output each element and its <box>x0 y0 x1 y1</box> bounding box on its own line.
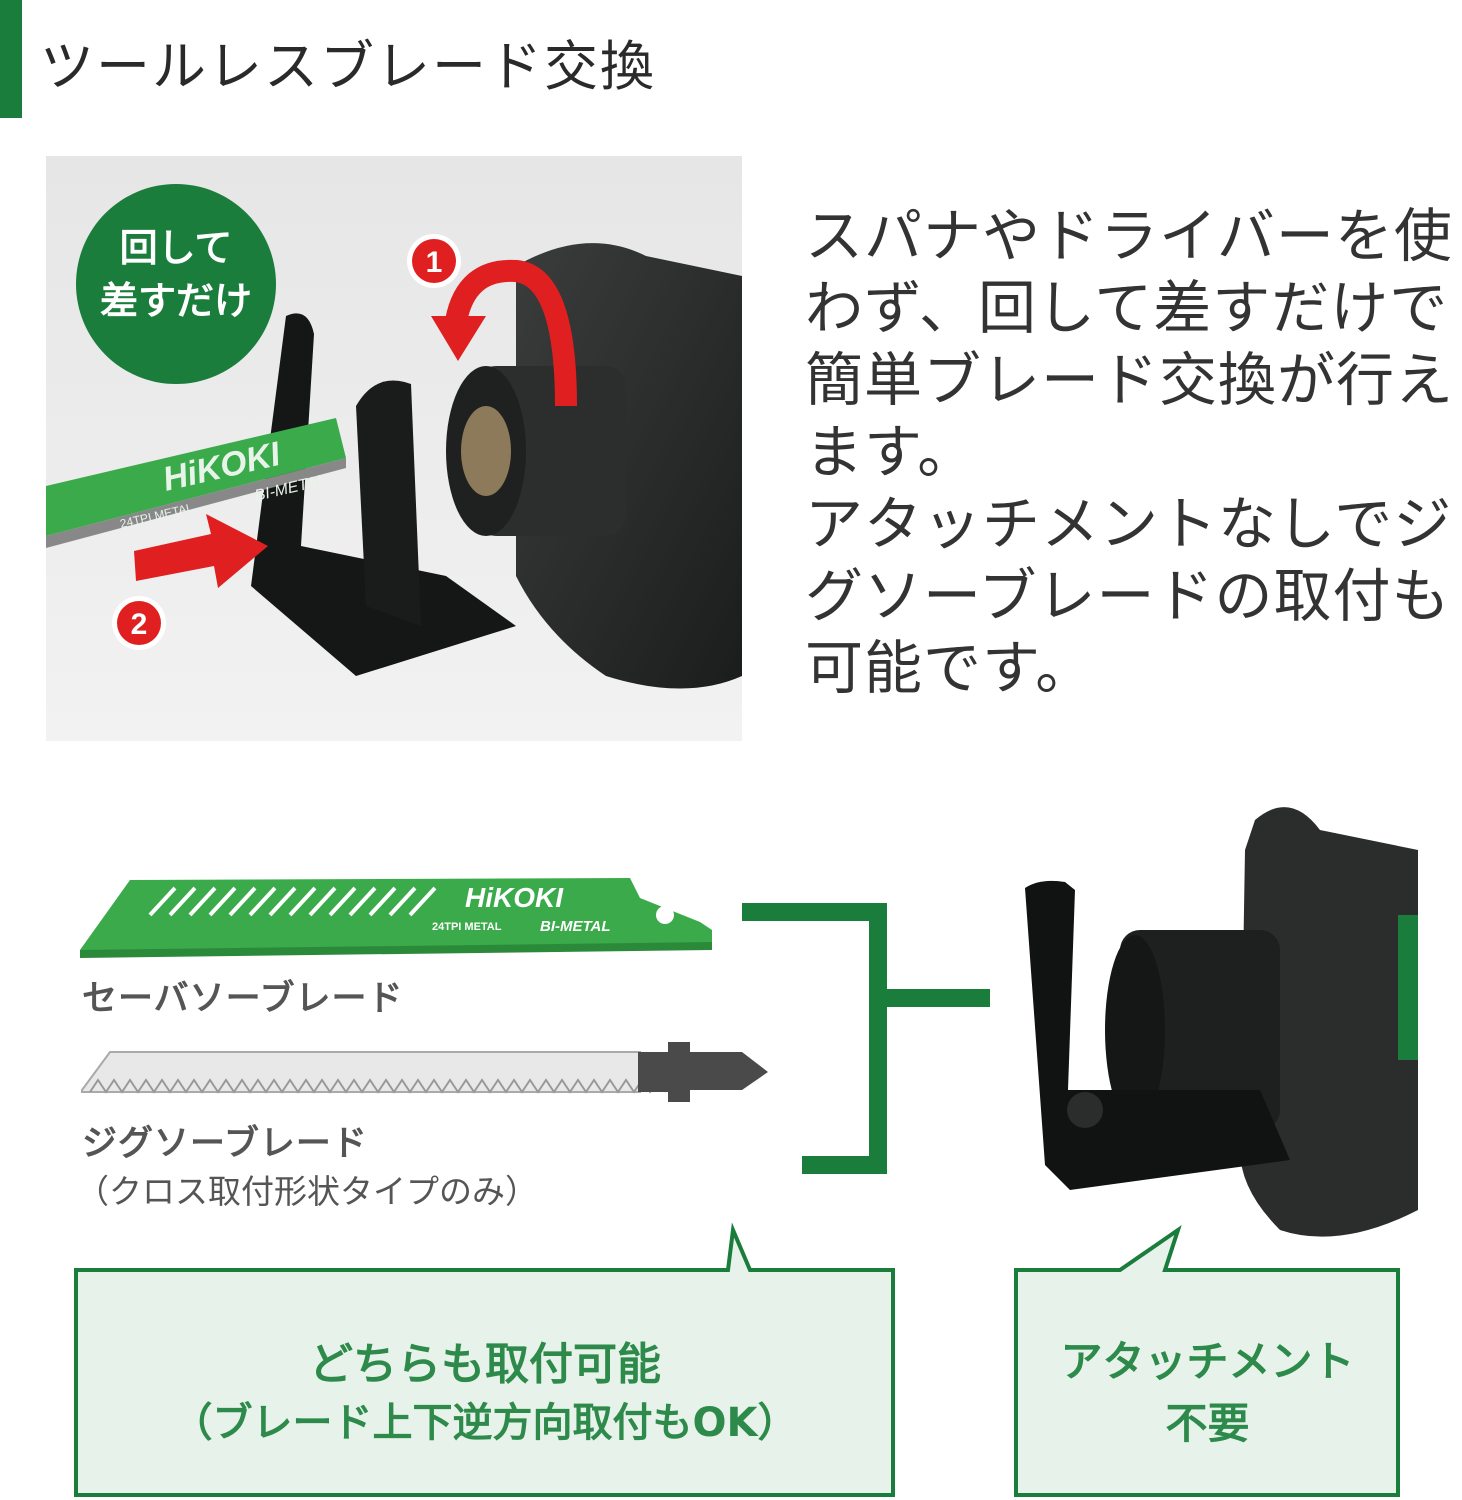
header-accent-bar <box>0 0 22 118</box>
callout-right-line1: アタッチメント <box>1060 1337 1355 1386</box>
photo-blade <box>46 418 346 536</box>
step-1-number: 1 <box>426 246 443 279</box>
callout-left-line2: （ブレード上下逆方向取付もOK） <box>172 1400 798 1446</box>
step-2-icon <box>117 601 161 645</box>
sabre-blade-type: BI-METAL <box>540 918 611 935</box>
jigsaw-blade-label: ジグソーブレード <box>82 1124 368 1164</box>
badge <box>76 184 276 384</box>
step-1-icon <box>412 239 456 283</box>
page-title: ツールレスブレード交換 <box>40 35 656 98</box>
badge-line1: 回して <box>120 226 233 270</box>
jigsaw-blade-note: （クロス取付形状タイプのみ） <box>76 1172 538 1211</box>
description: スパナやドライバーを使わず、回して差すだけで簡単ブレード交換が行えます。 アタッ… <box>805 200 1455 704</box>
description-paragraph-2: アタッチメントなしでジグソーブレードの取付も可能です。 <box>805 490 1453 702</box>
insert-arrow <box>134 514 268 588</box>
sabre-blade-illustration <box>80 878 712 958</box>
callout-left-line1: どちらも取付可能 <box>309 1339 661 1390</box>
blade-compatibility-diagram: HiKOKI 24TPI METAL BI-METAL セーバソーブレード ジグ… <box>0 790 1462 1500</box>
callout-right-box <box>1014 1224 1400 1497</box>
callout-right-line2: 不要 <box>1165 1399 1250 1448</box>
jigsaw-blade-illustration <box>81 1042 768 1102</box>
description-paragraph-1: スパナやドライバーを使わず、回して差すだけで簡単ブレード交換が行えます。 <box>805 202 1455 486</box>
sabre-blade-spec: 24TPI METAL <box>432 921 502 933</box>
sabre-blade-label: セーバソーブレード <box>82 979 404 1019</box>
step-2-number: 2 <box>131 608 148 641</box>
badge-line2: 差すだけ <box>100 279 252 323</box>
bracket-connector <box>742 903 887 1174</box>
product-photo: HiKOKI 24TPI METAL BI-METAL 回して 差すだけ 1 2 <box>46 156 742 741</box>
rotate-arrow <box>445 259 577 407</box>
tool-head-illustration <box>1025 807 1418 1237</box>
shoe <box>251 313 516 676</box>
callout-left-box <box>74 1222 895 1497</box>
sabre-blade-brand: HiKOKI <box>465 882 564 913</box>
